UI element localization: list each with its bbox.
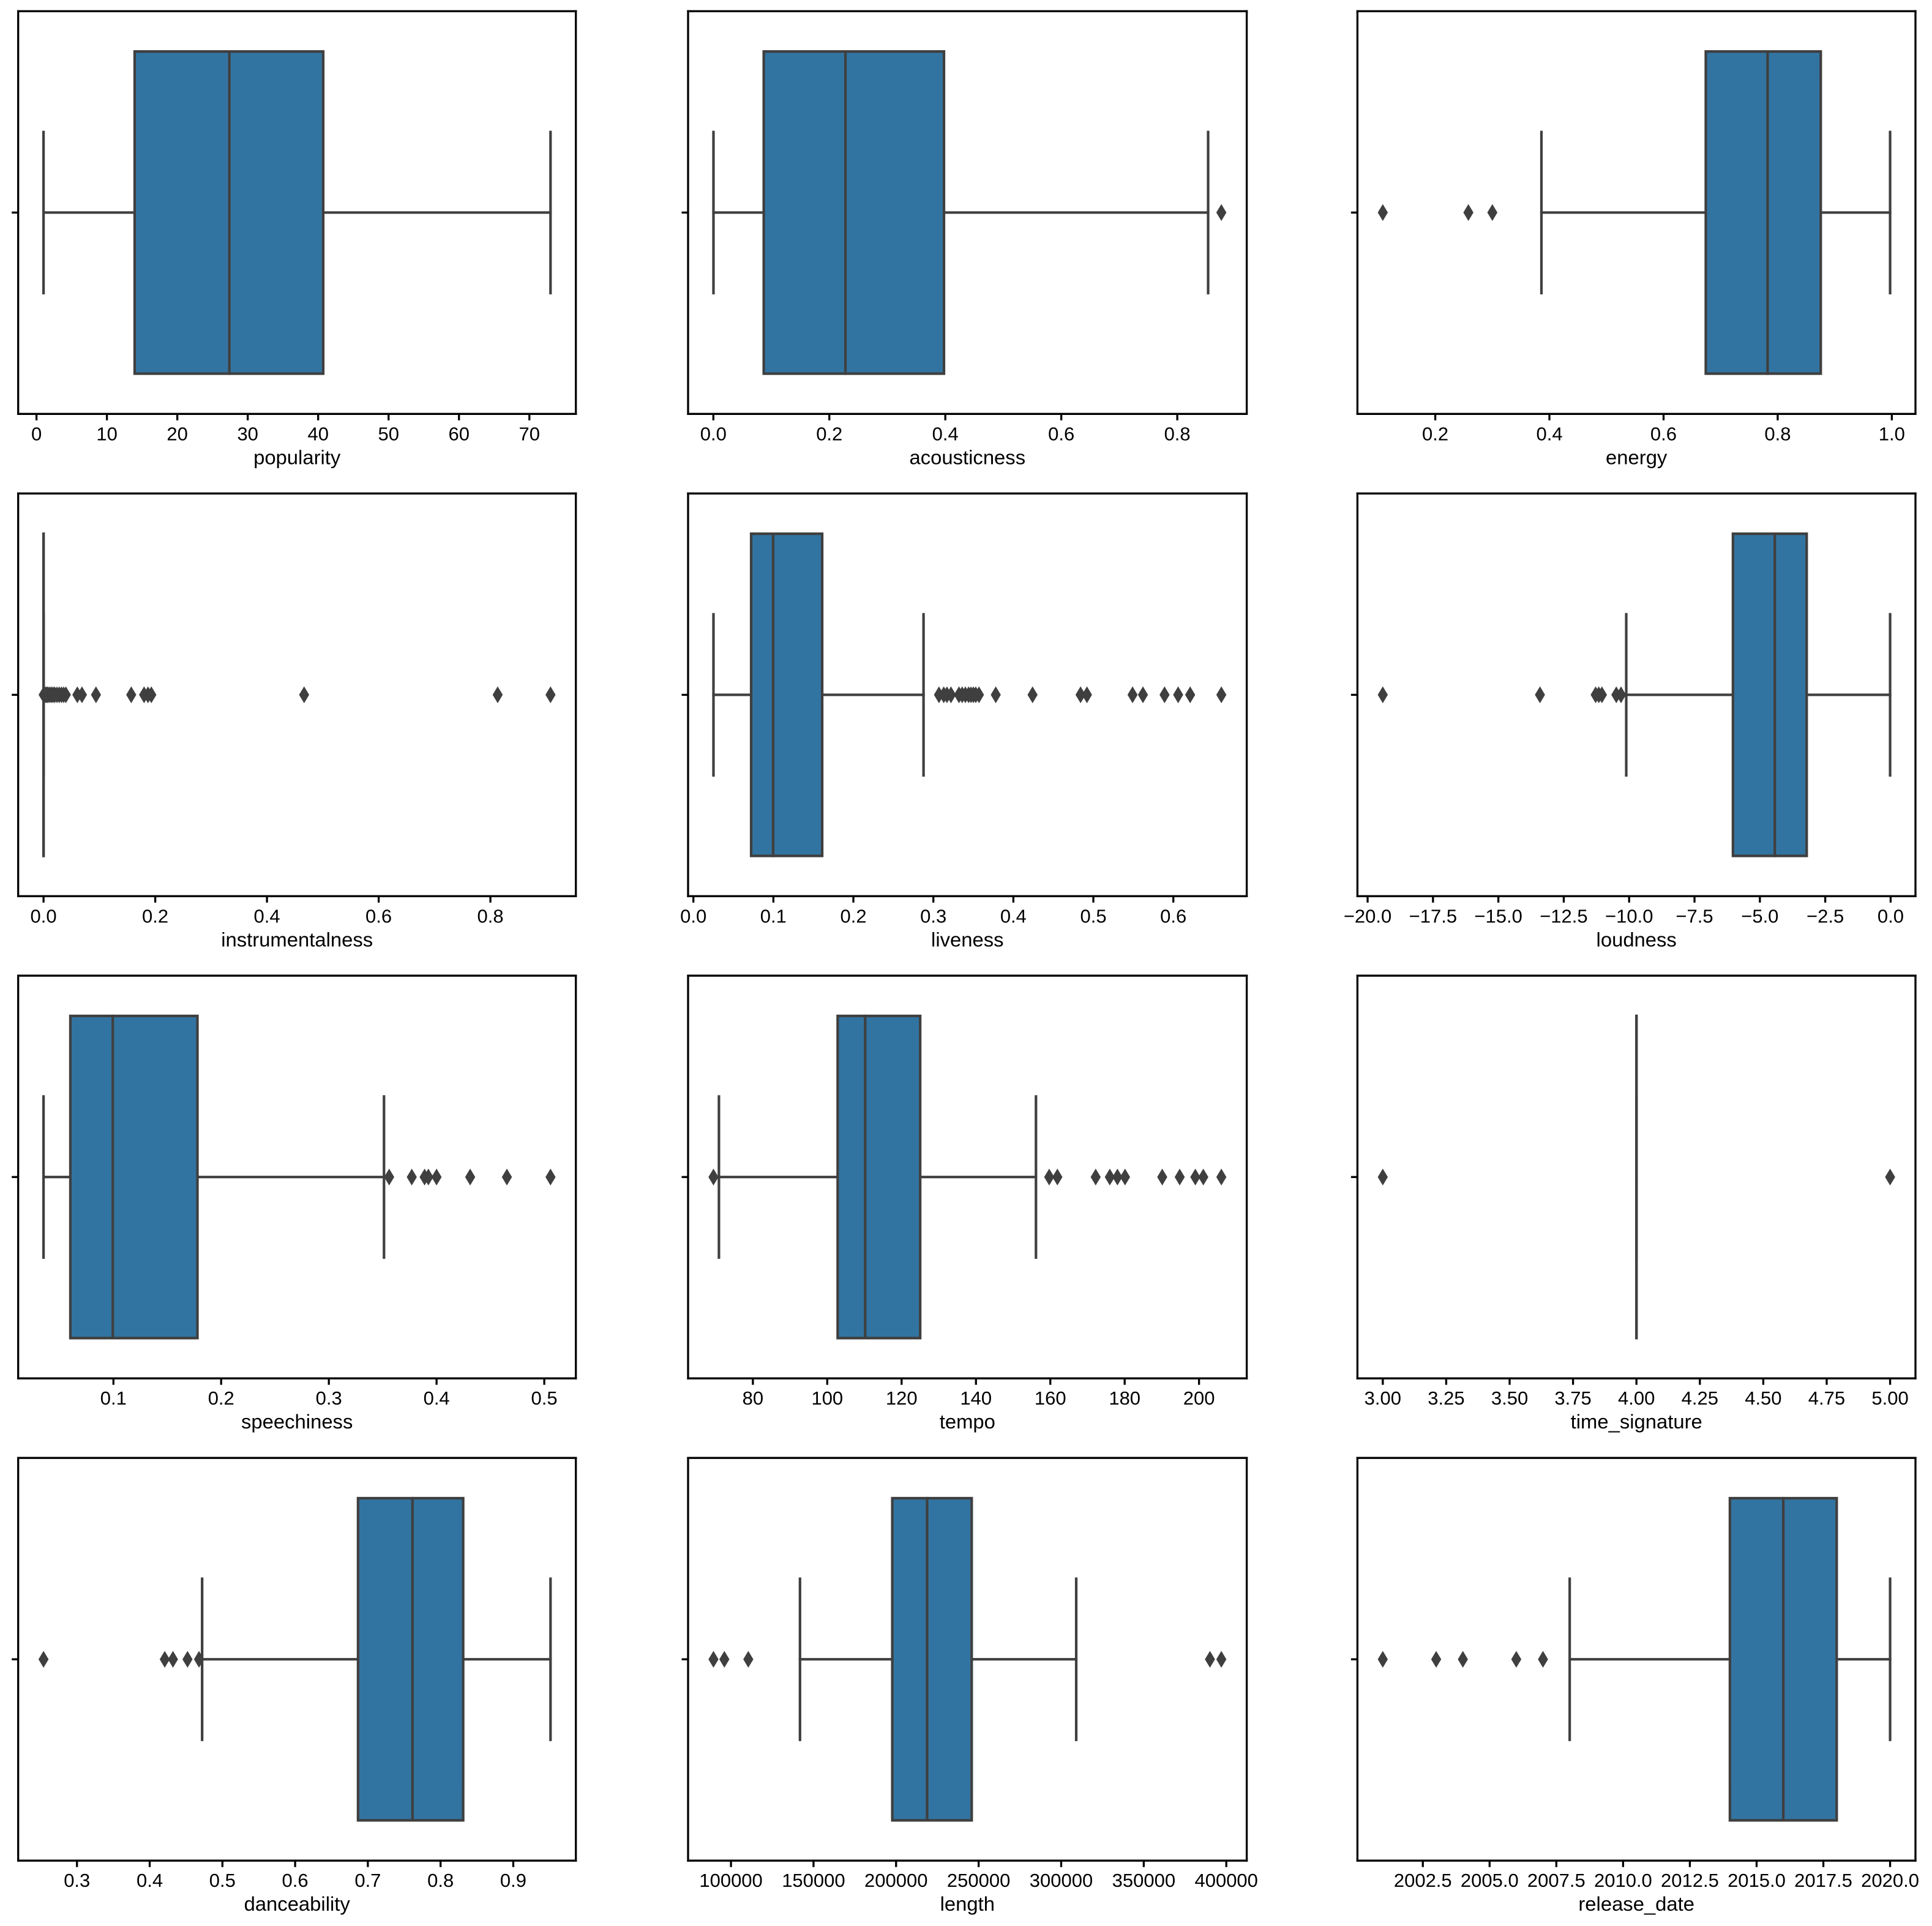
svg-text:2005.0: 2005.0 (1461, 1870, 1519, 1891)
svg-text:liveness: liveness (931, 928, 1004, 950)
svg-text:−12.5: −12.5 (1540, 905, 1587, 927)
svg-text:0.8: 0.8 (427, 1870, 454, 1891)
svg-text:3.25: 3.25 (1428, 1387, 1464, 1409)
svg-text:0.6: 0.6 (1650, 423, 1677, 444)
svg-text:3.50: 3.50 (1491, 1387, 1528, 1409)
svg-text:danceability: danceability (244, 1892, 351, 1915)
svg-text:0.2: 0.2 (142, 905, 168, 927)
svg-text:0.2: 0.2 (208, 1387, 234, 1409)
svg-text:3.75: 3.75 (1554, 1387, 1591, 1409)
svg-text:300000: 300000 (1030, 1870, 1093, 1891)
svg-text:0.8: 0.8 (1764, 423, 1791, 444)
svg-text:−7.5: −7.5 (1676, 905, 1713, 927)
svg-text:energy: energy (1606, 446, 1668, 468)
svg-text:2017.5: 2017.5 (1794, 1870, 1852, 1891)
svg-text:4.00: 4.00 (1618, 1387, 1655, 1409)
svg-text:−20.0: −20.0 (1344, 905, 1391, 927)
svg-text:acousticness: acousticness (910, 446, 1026, 468)
svg-text:−5.0: −5.0 (1741, 905, 1778, 927)
svg-text:time_signature: time_signature (1571, 1410, 1702, 1433)
svg-text:0.0: 0.0 (1878, 905, 1904, 927)
svg-text:0.4: 0.4 (254, 905, 280, 927)
svg-text:0.0: 0.0 (700, 423, 727, 444)
svg-text:250000: 250000 (947, 1870, 1010, 1891)
svg-text:2007.5: 2007.5 (1527, 1870, 1586, 1891)
svg-text:30: 30 (237, 423, 258, 444)
svg-text:loudness: loudness (1597, 928, 1677, 950)
svg-text:0.2: 0.2 (840, 905, 866, 927)
svg-text:5.00: 5.00 (1871, 1387, 1908, 1409)
svg-text:100000: 100000 (699, 1870, 762, 1891)
svg-text:0.4: 0.4 (137, 1870, 163, 1891)
svg-text:2020.0: 2020.0 (1861, 1870, 1919, 1891)
svg-text:400000: 400000 (1194, 1870, 1257, 1891)
svg-text:0.8: 0.8 (1164, 423, 1191, 444)
svg-text:1.0: 1.0 (1879, 423, 1905, 444)
svg-text:0.6: 0.6 (1048, 423, 1074, 444)
svg-text:−2.5: −2.5 (1807, 905, 1844, 927)
svg-text:20: 20 (167, 423, 187, 444)
svg-text:0.6: 0.6 (365, 905, 392, 927)
svg-text:4.50: 4.50 (1745, 1387, 1781, 1409)
svg-text:0.2: 0.2 (816, 423, 842, 444)
svg-text:0.3: 0.3 (920, 905, 946, 927)
svg-text:release_date: release_date (1578, 1892, 1694, 1915)
svg-text:0.5: 0.5 (1080, 905, 1106, 927)
svg-text:4.75: 4.75 (1808, 1387, 1845, 1409)
svg-text:0.4: 0.4 (424, 1387, 450, 1409)
svg-text:−15.0: −15.0 (1474, 905, 1522, 927)
svg-text:0.1: 0.1 (760, 905, 787, 927)
svg-text:2002.5: 2002.5 (1394, 1870, 1452, 1891)
svg-text:−17.5: −17.5 (1409, 905, 1457, 927)
svg-text:350000: 350000 (1112, 1870, 1175, 1891)
svg-text:0.4: 0.4 (932, 423, 959, 444)
svg-text:0.5: 0.5 (531, 1387, 558, 1409)
svg-text:0.2: 0.2 (1422, 423, 1448, 444)
svg-text:70: 70 (519, 423, 540, 444)
svg-text:0.3: 0.3 (316, 1387, 342, 1409)
svg-text:40: 40 (307, 423, 328, 444)
svg-text:0.9: 0.9 (500, 1870, 526, 1891)
svg-text:200000: 200000 (864, 1870, 927, 1891)
svg-text:length: length (940, 1892, 995, 1915)
svg-text:0.0: 0.0 (680, 905, 706, 927)
svg-text:0.3: 0.3 (64, 1870, 90, 1891)
svg-text:50: 50 (378, 423, 399, 444)
svg-text:4.25: 4.25 (1682, 1387, 1718, 1409)
svg-text:0.5: 0.5 (209, 1870, 236, 1891)
svg-text:10: 10 (96, 423, 117, 444)
svg-text:−10.0: −10.0 (1605, 905, 1653, 927)
svg-text:0.8: 0.8 (477, 905, 504, 927)
svg-text:2012.5: 2012.5 (1661, 1870, 1719, 1891)
svg-text:150000: 150000 (782, 1870, 845, 1891)
svg-text:60: 60 (449, 423, 470, 444)
svg-text:160: 160 (1035, 1387, 1066, 1409)
svg-text:0.6: 0.6 (282, 1870, 309, 1891)
svg-text:0.1: 0.1 (100, 1387, 127, 1409)
svg-text:0.4: 0.4 (1000, 905, 1027, 927)
svg-text:200: 200 (1183, 1387, 1215, 1409)
svg-text:0.6: 0.6 (1160, 905, 1186, 927)
svg-text:2010.0: 2010.0 (1594, 1870, 1652, 1891)
svg-text:0: 0 (31, 423, 42, 444)
svg-text:instrumentalness: instrumentalness (221, 928, 373, 950)
svg-text:140: 140 (960, 1387, 992, 1409)
svg-text:tempo: tempo (940, 1410, 995, 1433)
svg-text:120: 120 (886, 1387, 918, 1409)
svg-text:speechiness: speechiness (241, 1410, 353, 1433)
svg-text:80: 80 (743, 1387, 763, 1409)
svg-text:180: 180 (1109, 1387, 1140, 1409)
svg-text:0.4: 0.4 (1536, 423, 1562, 444)
svg-text:0.7: 0.7 (354, 1870, 381, 1891)
svg-text:0.0: 0.0 (31, 905, 57, 927)
svg-text:100: 100 (811, 1387, 843, 1409)
svg-text:2015.0: 2015.0 (1728, 1870, 1786, 1891)
svg-text:popularity: popularity (253, 446, 341, 468)
svg-text:3.00: 3.00 (1365, 1387, 1401, 1409)
